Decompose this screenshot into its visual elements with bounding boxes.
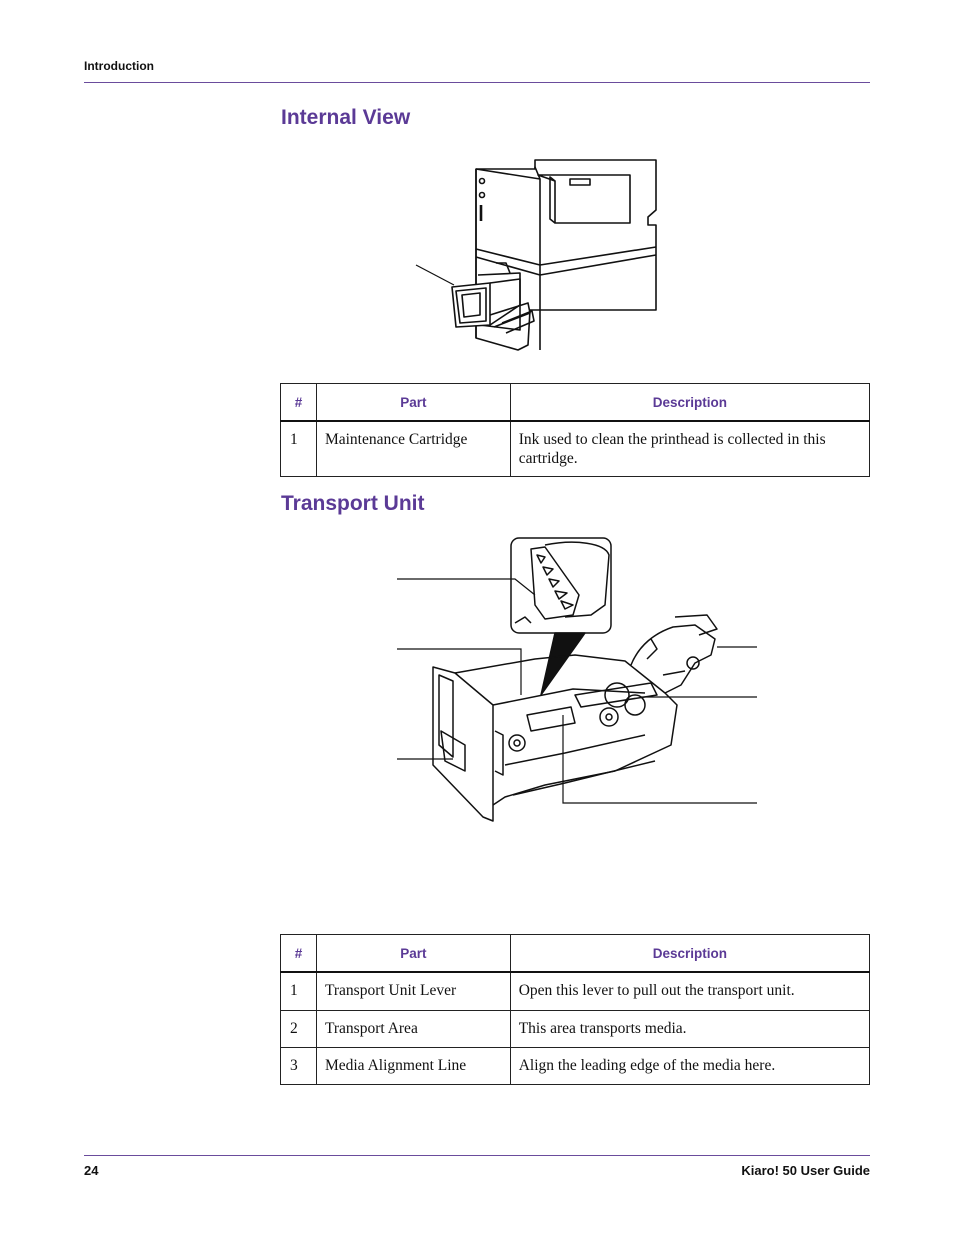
transport-unit-illustration	[397, 537, 757, 822]
row-number: 2	[280, 1009, 317, 1048]
column-header-number: #	[280, 383, 317, 422]
header-rule	[84, 82, 870, 83]
column-header-part: Part	[315, 934, 511, 973]
internal-view-table: # Part Description 1 Maintenance Cartrid…	[280, 383, 871, 477]
transport-unit-title: Transport Unit	[281, 492, 425, 515]
row-description: This area transports media.	[509, 1009, 871, 1048]
column-header-part: Part	[315, 383, 511, 422]
internal-view-title: Internal View	[281, 106, 411, 129]
running-header: Introduction	[84, 59, 154, 73]
row-description: Ink used to clean the printhead is colle…	[509, 420, 871, 477]
row-part: Media Alignment Line	[315, 1046, 511, 1085]
table-row: 1 Transport Unit Lever Open this lever t…	[280, 971, 871, 1011]
transport-unit-table: # Part Description 1 Transport Unit Leve…	[280, 934, 871, 1085]
printer-illustration	[415, 159, 657, 351]
table-row: 1 Maintenance Cartridge Ink used to clea…	[280, 420, 871, 477]
column-header-description: Description	[509, 383, 871, 422]
table-header-row: # Part Description	[280, 383, 871, 422]
row-part: Maintenance Cartridge	[315, 420, 511, 477]
row-part: Transport Area	[315, 1009, 511, 1048]
row-description: Align the leading edge of the media here…	[509, 1046, 871, 1085]
guide-title: Kiaro! 50 User Guide	[741, 1163, 870, 1178]
column-header-description: Description	[509, 934, 871, 973]
row-number: 1	[280, 971, 317, 1011]
column-header-number: #	[280, 934, 317, 973]
table-header-row: # Part Description	[280, 934, 871, 973]
table-row: 3 Media Alignment Line Align the leading…	[280, 1046, 871, 1085]
row-description: Open this lever to pull out the transpor…	[509, 971, 871, 1011]
table-row: 2 Transport Area This area transports me…	[280, 1009, 871, 1048]
row-part: Transport Unit Lever	[315, 971, 511, 1011]
footer-rule	[84, 1155, 870, 1156]
page-number: 24	[84, 1163, 99, 1178]
row-number: 1	[280, 420, 317, 477]
row-number: 3	[280, 1046, 317, 1085]
